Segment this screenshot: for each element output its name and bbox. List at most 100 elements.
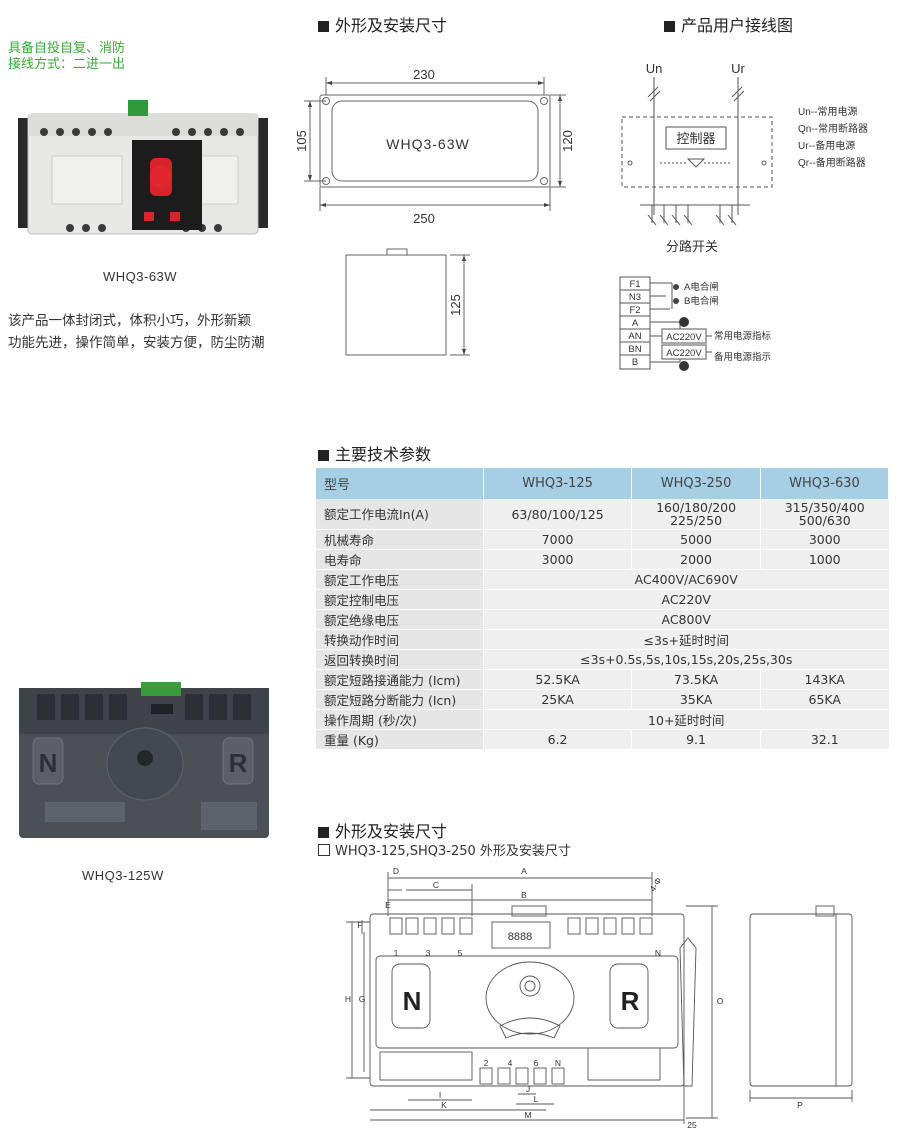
cell: 2000 (631, 549, 761, 570)
drawing-n-letter: N (403, 986, 422, 1016)
terminal-b: B (632, 357, 638, 368)
table-row: 操作周期 (秒/次) 10+延时时间 (316, 709, 889, 730)
row-label: 转换动作时间 (316, 629, 484, 650)
n-letter: N (39, 748, 58, 778)
row-label: 额定短路接通能力 (Icm) (316, 669, 484, 690)
panel-5: 5 (458, 948, 463, 958)
cell: 25KA (482, 689, 632, 710)
dim-b: B (521, 890, 527, 900)
terminal-a: A (632, 318, 639, 329)
row-label: 电寿命 (316, 549, 484, 570)
b-close-label: B电合闸 (684, 295, 719, 307)
cell: 5000 (631, 529, 761, 550)
r-letter: R (229, 748, 248, 778)
bottom-dims-subtitle: WHQ3-125,SHQ3-250 外形及安装尺寸 (318, 840, 571, 859)
table-header: 型号 (316, 468, 484, 499)
row-label: 返回转换时间 (316, 649, 484, 670)
dim-125: 125 (448, 294, 463, 316)
cell: 1000 (759, 549, 889, 570)
whq3-63w-product-photo (18, 100, 268, 235)
square-bullet-icon (664, 21, 675, 32)
dim-i: I (439, 1090, 441, 1100)
cell: 73.5KA (631, 669, 761, 690)
backup-power-indicator-label: 备用电源指示 (714, 351, 771, 363)
wiring-section-title: 产品用户接线图 (664, 12, 793, 36)
cell: ≤3s+0.5s,5s,10s,15s,20s,25s,30s (483, 649, 889, 670)
un-label: Un (646, 61, 663, 76)
dim-m: M (524, 1110, 531, 1120)
dim-c: C (433, 880, 439, 890)
tech-specs-table: 型号 WHQ3-125 WHQ3-250 WHQ3-630 额定工作电流In(A… (316, 468, 890, 750)
row-label: 额定绝缘电压 (316, 609, 484, 630)
cell: AC220V (483, 589, 889, 610)
whq3-125w-product-photo: N R (19, 682, 269, 838)
row-label: 机械寿命 (316, 529, 484, 550)
row-label: 额定短路分断能力 (Icn) (316, 689, 484, 710)
row-label: 操作周期 (秒/次) (316, 709, 484, 730)
drawing-r-letter: R (621, 986, 640, 1016)
square-bullet-icon (318, 450, 329, 461)
dim-o: O (717, 996, 724, 1006)
dim-25: 25 (687, 1120, 697, 1130)
cell: 35KA (631, 689, 761, 710)
terminal-f2: F2 (629, 305, 640, 316)
dim-120: 120 (560, 130, 575, 152)
whq3-125-dimension-drawing: D A C B E F H G O I J K L M P 25 4-Φ 1 3… (345, 866, 853, 1130)
table-row: 额定短路接通能力 (Icm) 52.5KA 73.5KA 143KA (316, 669, 889, 690)
table-header: WHQ3-630 (760, 468, 890, 499)
panel-1: 1 (394, 948, 399, 958)
branch-switch-label: 分路开关 (666, 239, 718, 255)
table-header-row: 型号 WHQ3-125 WHQ3-250 WHQ3-630 (316, 468, 890, 499)
cell: 10+延时时间 (483, 709, 889, 730)
row-label: 额定工作电流In(A) (316, 499, 484, 530)
dim-105: 105 (294, 130, 309, 152)
feature-line-2: 接线方式：二进一出 (8, 57, 126, 72)
table-row: 转换动作时间 ≤3s+延时时间 (316, 629, 889, 650)
cell: AC400V/AC690V (483, 569, 889, 590)
display-digits: 8888 (508, 931, 532, 943)
specs-section-title: 主要技术参数 (318, 441, 431, 465)
panel-4: 4 (508, 1058, 513, 1068)
dims-section-title: 外形及安装尺寸 (318, 12, 447, 36)
product-1-model: WHQ3-63W (103, 269, 178, 284)
dim-k: K (441, 1100, 447, 1110)
box-model-label: WHQ3-63W (386, 136, 469, 152)
cell: 32.1 (759, 729, 889, 750)
cell: AC800V (483, 609, 889, 630)
terminal-f1: F1 (629, 279, 640, 290)
a-close-label: A电合闸 (684, 281, 719, 293)
cell: 7000 (482, 529, 632, 550)
table-row: 额定控制电压 AC220V (316, 589, 889, 610)
table-row: 返回转换时间 ≤3s+0.5s,5s,10s,15s,20s,25s,30s (316, 649, 889, 670)
controller-label: 控制器 (676, 132, 715, 147)
cell: 3000 (482, 549, 632, 570)
row-label: 额定控制电压 (316, 589, 484, 610)
feature-line-1: 具备自投自复、消防 (8, 41, 126, 56)
square-bullet-icon (318, 827, 329, 838)
dim-g: G (359, 994, 366, 1004)
terminal-an: AN (628, 331, 641, 342)
panel-2: 2 (484, 1058, 489, 1068)
dim-250: 250 (413, 211, 435, 226)
ac220v-1: AC220V (666, 332, 702, 343)
cell: 52.5KA (482, 669, 632, 690)
dim-d: D (393, 866, 399, 876)
table-header: WHQ3-125 (483, 468, 633, 499)
dim-a: A (521, 866, 527, 876)
dim-h: H (345, 994, 351, 1004)
square-bullet-icon (318, 21, 329, 32)
cell: 63/80/100/125 (482, 499, 632, 530)
panel-n: N (655, 948, 661, 958)
ur-label: Ur (731, 61, 745, 76)
table-row: 机械寿命 7000 5000 3000 (316, 529, 889, 550)
dim-230: 230 (413, 67, 435, 82)
ac220v-2: AC220V (666, 348, 702, 359)
table-row: 额定工作电压 AC400V/AC690V (316, 569, 889, 590)
description-line-1: 该产品一体封闭式，体积小巧，外形新颖 (8, 313, 251, 329)
dim-p: P (797, 1100, 803, 1110)
legend-ur: Ur--备用电源 (798, 139, 855, 152)
panel-n-bottom: N (555, 1058, 561, 1068)
table-row: 重量 (Kg) 6.2 9.1 32.1 (316, 729, 889, 750)
